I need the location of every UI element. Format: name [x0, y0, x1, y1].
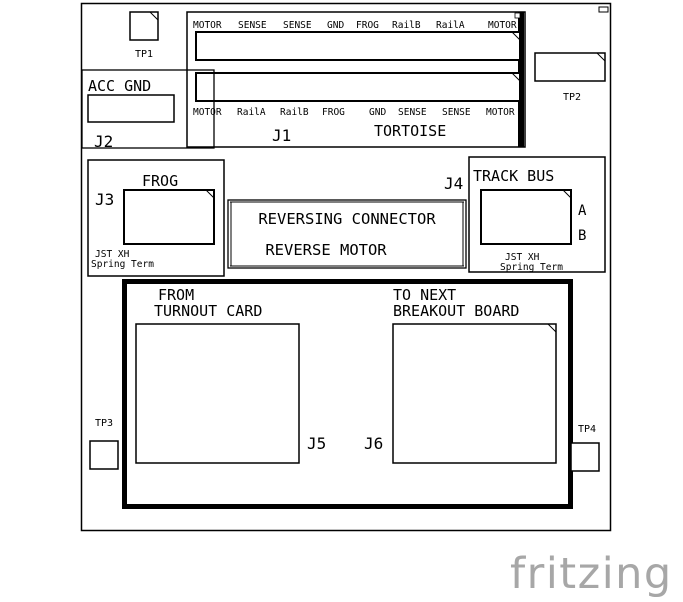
j4-ref: J4 — [444, 174, 463, 193]
j4-pin1-mark — [562, 189, 572, 199]
tp2-pad[interactable] — [534, 52, 606, 82]
j1-ref: J1 — [272, 126, 291, 145]
j4-frame — [468, 156, 606, 273]
j4-title: TRACK BUS — [473, 167, 554, 185]
j3-type2: Spring Term — [91, 259, 154, 270]
j3-title: FROG — [142, 172, 178, 190]
j2-frame — [81, 69, 215, 149]
j1-bottom-pin: SENSE — [398, 107, 427, 118]
j1-top-pin: MOTOR — [193, 20, 222, 31]
j5-header[interactable] — [135, 323, 300, 464]
j3-pin1-mark — [205, 189, 215, 199]
j2-title: ACC GND — [88, 77, 151, 95]
j3-frame — [87, 159, 225, 277]
j2-header[interactable] — [87, 94, 175, 123]
j4-pin-a: A — [578, 203, 587, 219]
j1-pin1-mark-bottom — [511, 72, 521, 82]
j3-ref: J3 — [95, 190, 114, 209]
j1-bottom-header[interactable] — [195, 72, 521, 102]
j6-ref: J6 — [364, 434, 383, 453]
j4-pin-b: B — [578, 228, 586, 244]
j6-header[interactable] — [392, 323, 557, 464]
tp4-pad[interactable] — [570, 442, 600, 472]
j1-name: TORTOISE — [374, 122, 446, 140]
j1-bottom-pin: RailA — [237, 107, 266, 118]
j1-frame — [186, 11, 526, 148]
j3-header[interactable] — [123, 189, 215, 245]
j1-bottom-pin: MOTOR — [486, 107, 515, 118]
tp3-pad[interactable] — [89, 440, 119, 470]
j3-type1: JST XH — [95, 249, 130, 260]
j1-top-pin: MOTOR — [488, 20, 517, 31]
tp1-pad-mark — [149, 11, 159, 21]
j1-bottom-pin: MOTOR — [193, 107, 222, 118]
tp2-pad-mark — [596, 52, 606, 62]
j1-top-pin: FROG — [356, 20, 379, 31]
tp3-label: TP3 — [95, 418, 113, 429]
j4-header[interactable] — [480, 189, 572, 245]
corner-marker — [598, 6, 609, 13]
j1-bottom-pin: FROG — [322, 107, 345, 118]
j1-top-pin: GND — [327, 20, 344, 31]
j2-ref: J2 — [94, 132, 113, 151]
j4-type2: Spring Term — [500, 262, 563, 273]
j1-top-pin: SENSE — [283, 20, 312, 31]
j1-pin1-mark-top — [511, 31, 521, 41]
card-connector-frame — [122, 279, 573, 509]
j1-top-pin: RailB — [392, 20, 421, 31]
fritzing-watermark: fritzing — [510, 549, 673, 599]
reversing-line2: REVERSE MOTOR — [265, 241, 387, 259]
j5-line1: FROM — [158, 286, 194, 304]
j5-line2: TURNOUT CARD — [154, 302, 262, 320]
j1-top-pin: SENSE — [238, 20, 267, 31]
tp4-label: TP4 — [578, 424, 596, 435]
j6-line1: TO NEXT — [393, 286, 456, 304]
j6-line2: BREAKOUT BOARD — [393, 302, 519, 320]
reversing-connector[interactable] — [227, 199, 467, 269]
j1-top-header[interactable] — [195, 31, 521, 61]
j1-bottom-pin: SENSE — [442, 107, 471, 118]
tp1-label: TP1 — [135, 49, 153, 60]
j4-type1: JST XH — [505, 252, 540, 263]
j6-pin1-mark — [547, 323, 557, 333]
j1-bottom-pin: GND — [369, 107, 386, 118]
j1-bottom-pin: RailB — [280, 107, 309, 118]
j1-corner-mark — [514, 12, 521, 19]
j5-ref: J5 — [307, 434, 326, 453]
tp1-pad[interactable] — [129, 11, 159, 41]
tp2-label: TP2 — [563, 92, 581, 103]
reversing-line1: REVERSING CONNECTOR — [258, 210, 436, 228]
j1-top-pin: RailA — [436, 20, 465, 31]
